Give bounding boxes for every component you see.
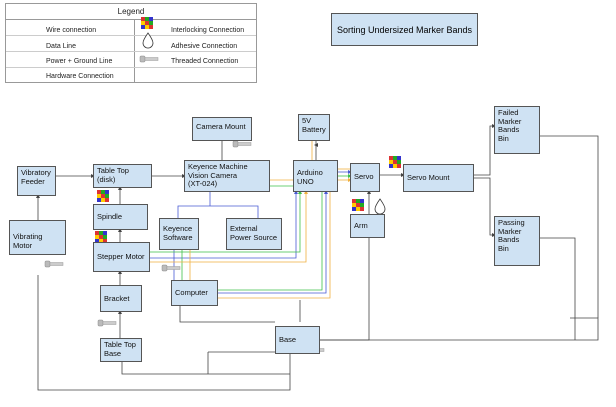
wire-line [198,192,327,294]
arrowhead [367,190,371,194]
arrowhead [118,310,122,314]
adhesive-icon [142,32,154,49]
node-stepper-motor: Stepper Motor [93,242,150,272]
legend-wire-label: Wire connection [46,27,97,34]
node-table-top: Table Top (disk) [93,164,152,188]
arrowhead [118,186,122,190]
node-servo: Servo [350,163,380,192]
node-camera-mount: Camera Mount [192,117,252,141]
node-external-power-source: External Power Source [226,218,282,250]
node-5v-battery: 5V Battery [298,114,330,141]
node-passing-bin: Passing Marker Bands Bin [494,216,540,266]
legend-threaded-label: Threaded Connection [171,58,239,65]
hardware-line [540,237,576,340]
adhesive-icon [374,198,386,215]
node-spindle: Spindle [93,204,148,230]
node-vibratory-feeder: Vibratory Feeder [17,166,56,196]
node-vibrating-motor: Vibrating Motor [9,220,66,255]
diagram-title: Sorting Undersized Marker Bands [331,13,478,46]
threaded-icon [139,55,159,63]
node-servo-mount: Servo Mount [403,164,474,192]
arrowhead [294,190,298,194]
power-line [198,192,331,299]
threaded-icon [161,264,181,272]
hardware-line [179,306,275,323]
hardware-line [121,362,290,375]
legend-power-label: Power + Ground Line [46,58,113,65]
arrowhead [118,228,122,232]
node-arduino-uno: Arduino UNO [293,160,338,192]
legend-adhesive-label: Adhesive Connection [171,43,238,50]
hardware-line [540,135,599,318]
node-table-top-base: Table Top Base [100,338,142,362]
arrowhead [314,143,318,147]
arrowhead [304,190,308,194]
data-line [198,192,323,291]
arrowhead [298,190,302,194]
interlocking-icon [352,199,364,211]
threaded-icon [44,260,64,268]
hardware-line [320,317,599,341]
node-keyence-software: Keyence Software [159,218,199,250]
arrowhead [118,270,122,274]
legend-interlocking-label: Interlocking Connection [171,27,245,34]
hardware-line [37,275,291,391]
data-line [150,192,301,253]
node-failed-bin: Failed Marker Bands Bin [494,106,540,154]
interlocking-icon [141,17,153,29]
power-line [150,192,307,263]
node-keyence-camera: Keyence Machine Vision Camera (XT-024) [184,160,270,192]
node-bracket: Bracket [100,285,142,312]
interlocking-icon [97,190,109,202]
node-computer: Computer [171,280,218,306]
legend: Legend Wire connection Data Line Power +… [5,3,257,83]
node-base: Base [275,326,320,354]
arrowhead [36,194,40,198]
arrowhead [324,190,328,194]
legend-hardware-label: Hardware Connection [46,73,114,80]
legend-heading: Legend [6,4,256,20]
node-arm: Arm [350,214,385,238]
wire-line [150,192,297,259]
wire-line [177,205,259,218]
interlocking-icon [389,156,401,168]
threaded-icon [97,319,117,327]
legend-data-label: Data Line [46,43,76,50]
threaded-icon [232,140,252,148]
